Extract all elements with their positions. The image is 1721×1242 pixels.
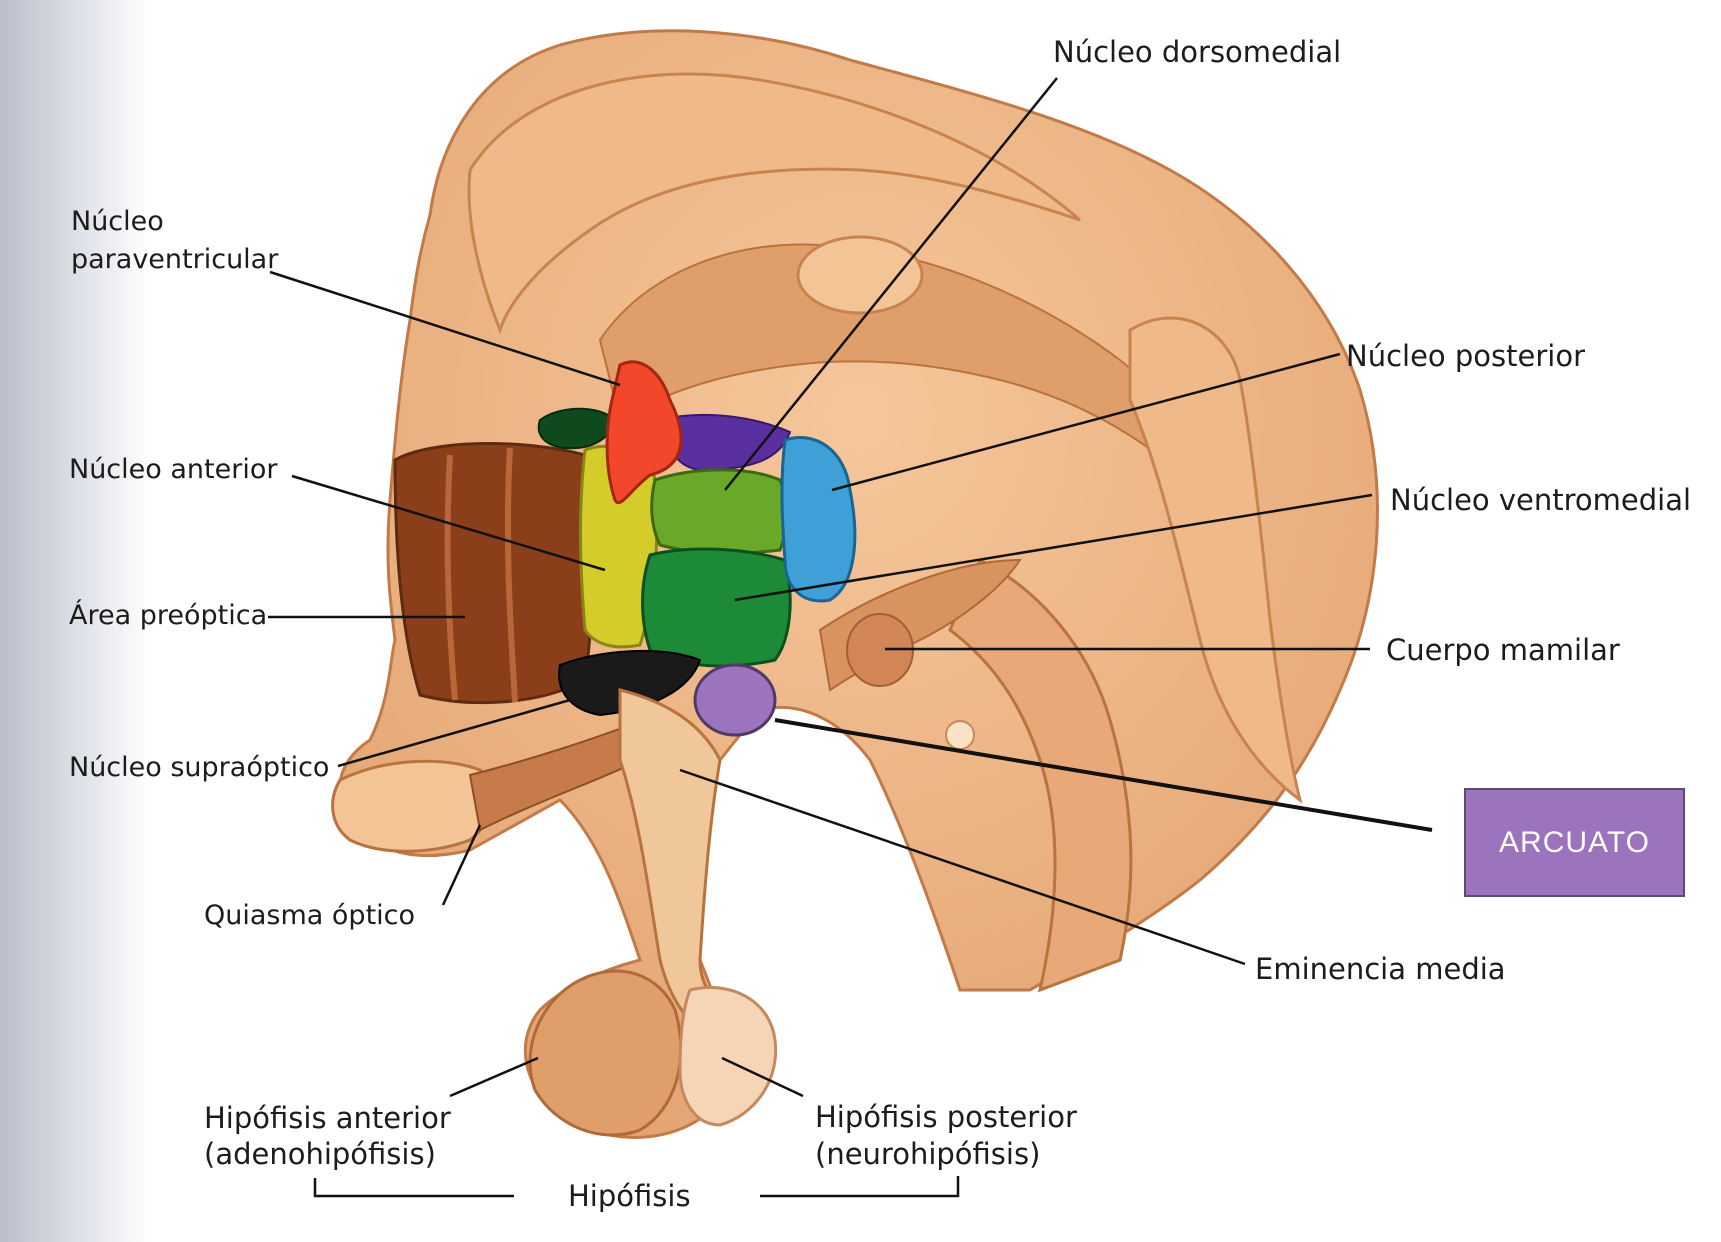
bracket-right — [760, 1176, 958, 1196]
anterior-pituitary — [530, 971, 681, 1135]
arcuato-marker — [695, 665, 775, 735]
label-area-preoptica: Área preóptica — [69, 598, 267, 633]
label-nucleo-dorsomedial: Núcleo dorsomedial — [1053, 34, 1341, 70]
optic-chiasm — [333, 761, 493, 851]
label-hipofisis: Hipófisis — [568, 1178, 691, 1214]
label-nucleo-paraventricular-line1: Núcleo — [71, 204, 164, 239]
label-nucleo-ventromedial: Núcleo ventromedial — [1390, 482, 1691, 518]
label-quiasma-optico: Quiasma óptico — [204, 898, 415, 933]
arcuato-callout-text: ARCUATO — [1499, 826, 1650, 860]
label-hipofisis-posterior-line2: (neurohipófisis) — [815, 1136, 1040, 1172]
label-hipofisis-posterior-line1: Hipófisis posterior — [815, 1099, 1077, 1135]
label-eminencia-media: Eminencia media — [1255, 951, 1506, 987]
interthalamic-adhesion — [798, 237, 922, 313]
label-nucleo-supraoptico: Núcleo supraóptico — [69, 750, 329, 785]
ventromedial-nucleus — [643, 549, 791, 666]
label-cuerpo-mamilar: Cuerpo mamilar — [1386, 632, 1620, 668]
label-hipofisis-anterior-line1: Hipófisis anterior — [204, 1100, 451, 1136]
label-nucleo-anterior: Núcleo anterior — [69, 452, 277, 487]
label-nucleo-paraventricular-line2: paraventricular — [71, 242, 278, 277]
label-nucleo-posterior: Núcleo posterior — [1346, 338, 1585, 374]
leader-hipofisis-anterior — [450, 1058, 538, 1096]
posterior-pituitary — [680, 987, 776, 1125]
bracket-left — [315, 1178, 514, 1196]
arcuato-callout: ARCUATO — [1464, 788, 1685, 897]
brainstem-bump — [946, 721, 974, 749]
label-hipofisis-anterior-line2: (adenohipófisis) — [204, 1136, 436, 1172]
dorsomedial-nucleus — [652, 470, 787, 553]
